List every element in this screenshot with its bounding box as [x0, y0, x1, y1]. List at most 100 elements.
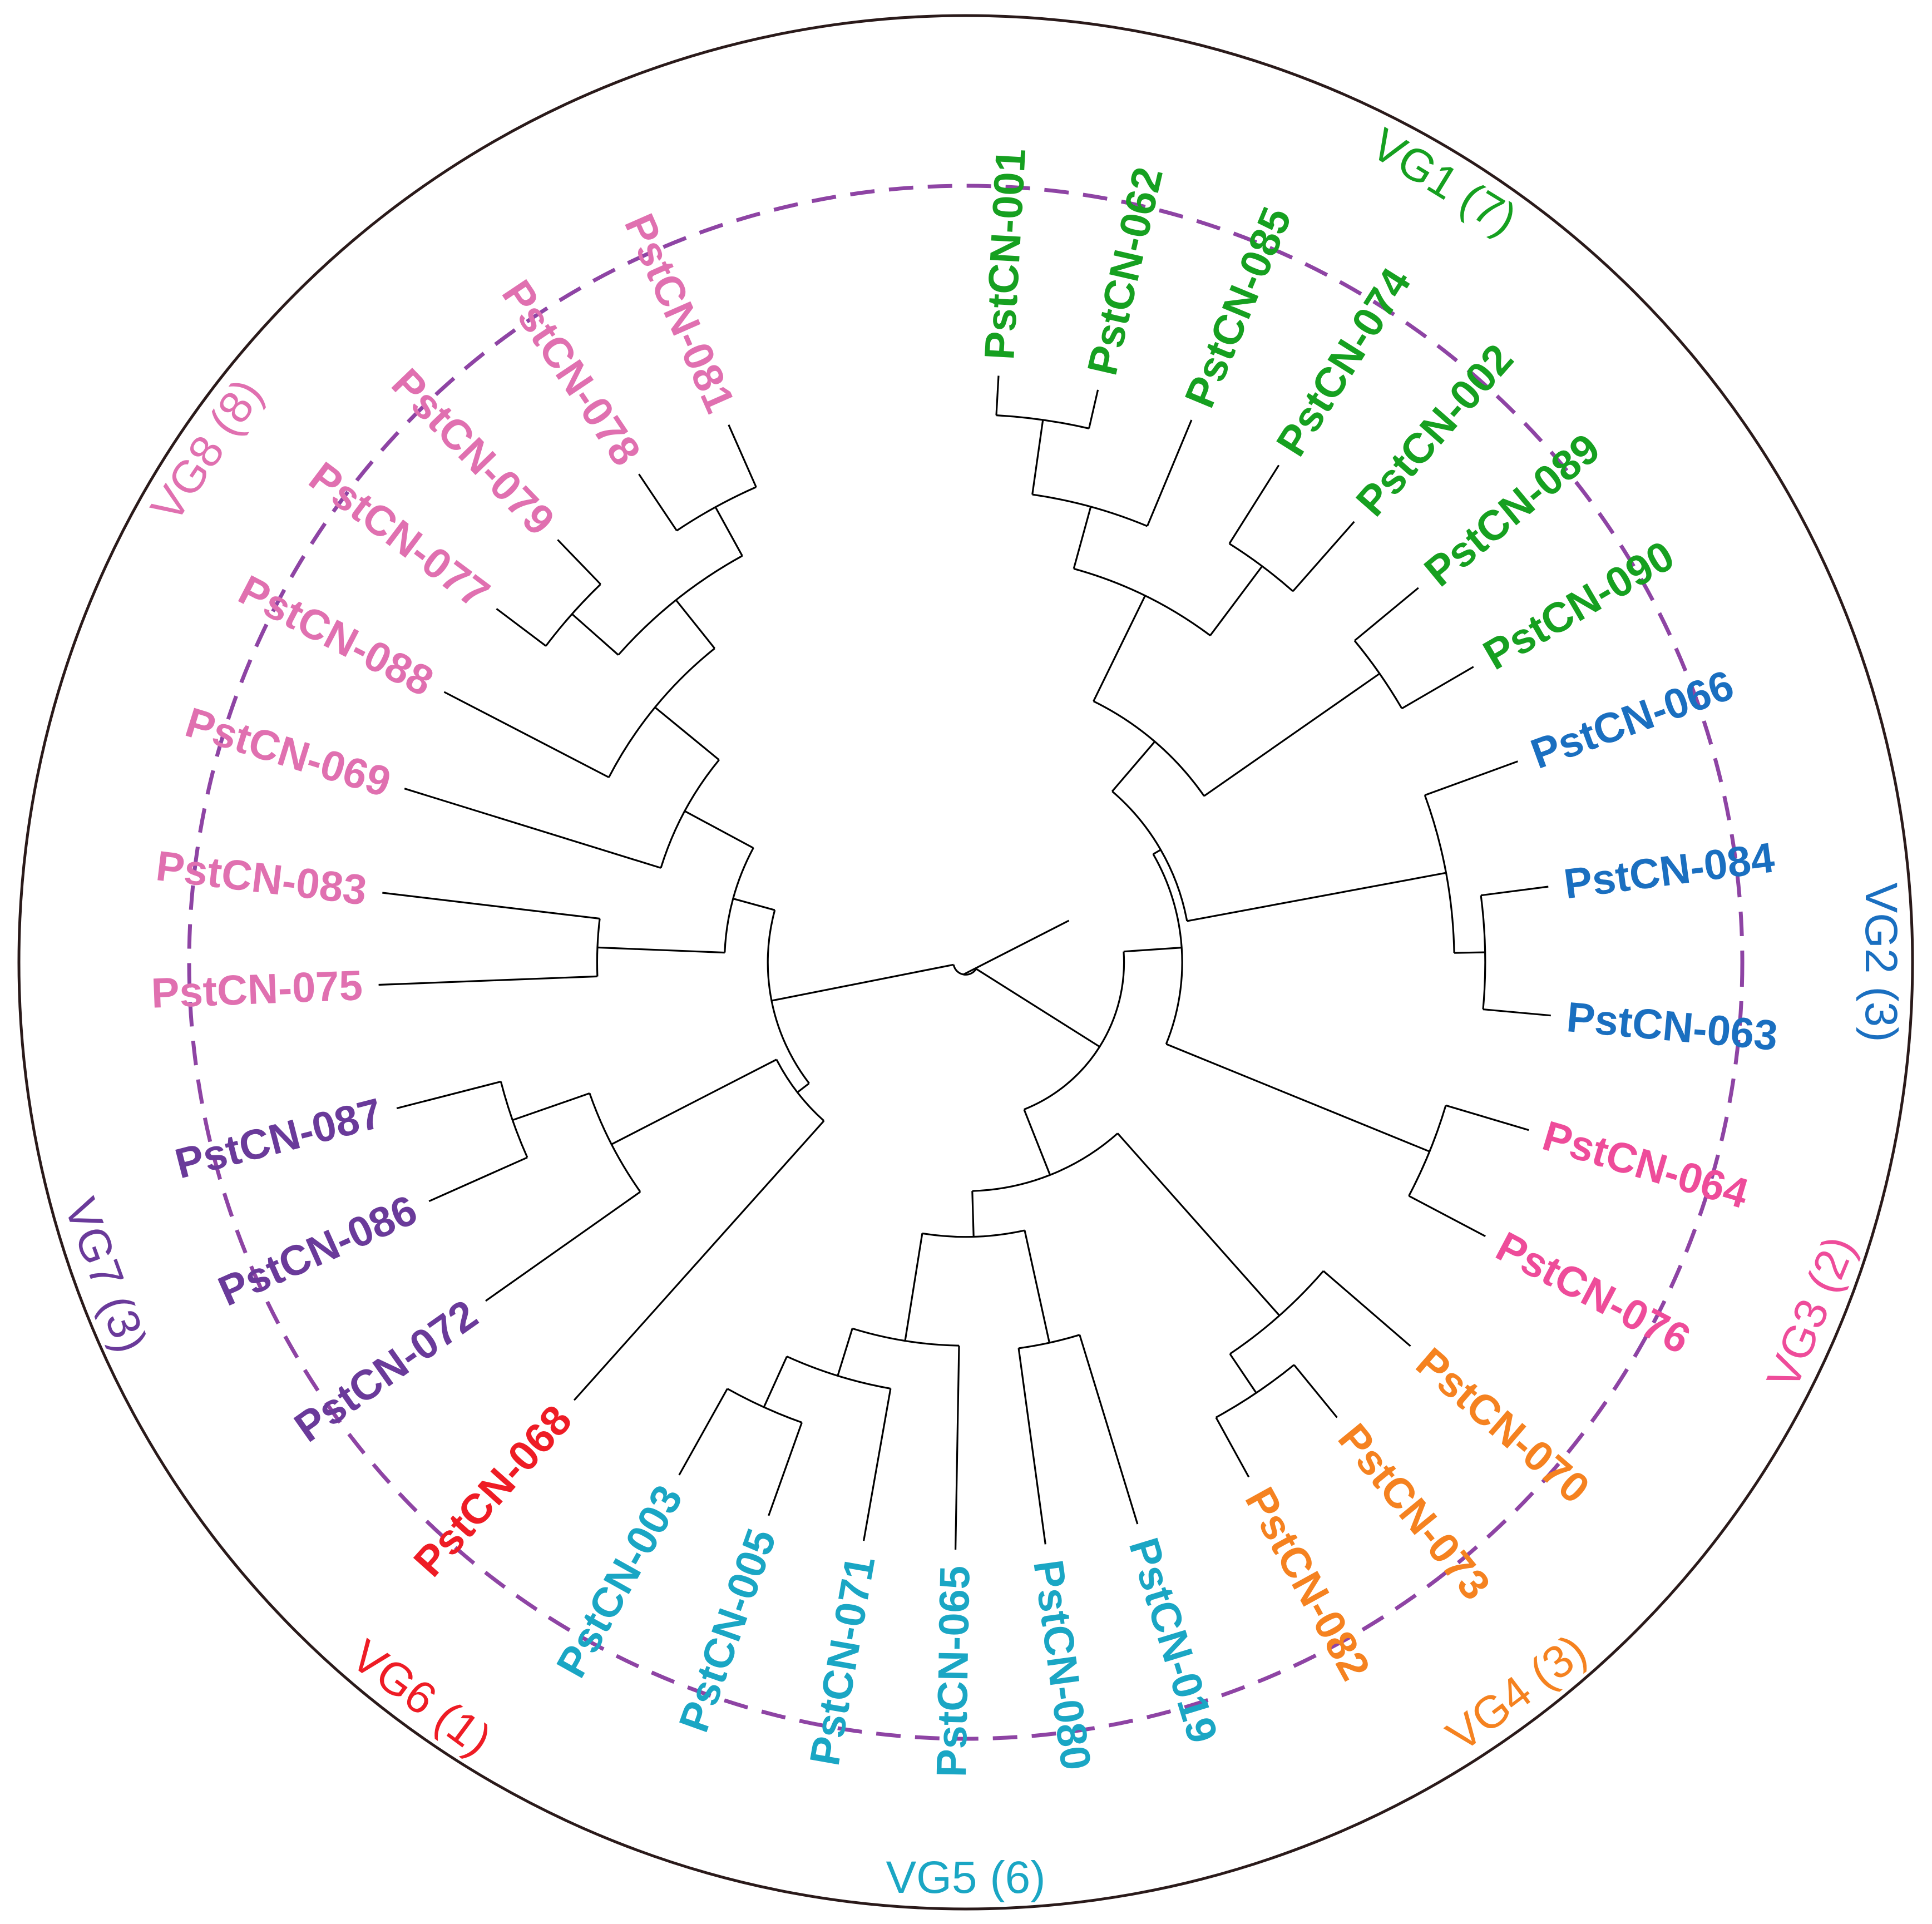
branch-arc-51 [1018, 1334, 1080, 1349]
leaf-label-pstcn-085: PstCN-085 [1176, 201, 1301, 414]
leaf-label-pstcn-066: PstCN-066 [1525, 661, 1740, 778]
leaf-label-pstcn-082: PstCN-082 [1236, 1480, 1379, 1688]
group-label-6: VG6 (1) [342, 1630, 501, 1766]
branch-line-35 [1445, 1104, 1529, 1131]
branch-line-52 [1079, 1334, 1139, 1525]
branch-line-15 [995, 375, 1000, 416]
branch-arc-4 [1152, 853, 1183, 1045]
branch-arc-2 [1024, 951, 1125, 1111]
branch-line-94 [714, 506, 743, 557]
leaf-label-pstcn-003: PstCN-003 [547, 1477, 692, 1685]
branch-line-24 [1353, 587, 1419, 642]
branch-arc-27 [1424, 795, 1455, 953]
group-label-4: VG4 (3) [1437, 1625, 1595, 1761]
branch-line-33 [1165, 1043, 1430, 1153]
threshold-ring [187, 184, 1745, 1741]
branch-line-48 [971, 1191, 975, 1237]
branch-line-39 [1116, 1132, 1236, 1267]
leaf-label-pstcn-087: PstCN-087 [170, 1090, 387, 1188]
branch-line-28 [1424, 760, 1518, 797]
leaf-label-pstcn-069: PstCN-069 [180, 699, 396, 807]
branch-line-17 [1146, 419, 1193, 527]
leaf-label-pstcn-005: PstCN-005 [670, 1523, 785, 1738]
branch-line-68 [573, 1120, 825, 1401]
group-label-2: VG2 (3) [1856, 882, 1906, 1042]
branch-arc-49 [922, 1229, 1025, 1238]
branch-arc-70 [589, 1092, 641, 1193]
branch-arc-86 [608, 647, 715, 778]
leaf-label-pstcn-073: PstCN-073 [1329, 1415, 1499, 1609]
branch-line-1 [975, 968, 1100, 1048]
group-label-7: VG7 (3) [55, 1191, 157, 1359]
branch-arc-65 [767, 909, 810, 1084]
branch-line-54 [904, 1233, 923, 1341]
branch-line-32 [1483, 1008, 1551, 1017]
group-label-3: VG3 (2) [1757, 1229, 1865, 1396]
branch-line-29 [1454, 951, 1485, 954]
branch-line-87 [443, 691, 610, 778]
branch-line-76 [733, 898, 775, 911]
leaf-label-pstcn-070: PstCN-070 [1407, 1339, 1598, 1513]
branch-line-57 [837, 1328, 853, 1376]
branch-line-41 [1234, 1265, 1281, 1317]
leaf-label-pstcn-071: PstCN-071 [801, 1552, 885, 1769]
branch-line-82 [684, 810, 754, 849]
branch-line-26 [1187, 872, 1446, 922]
branch-line-13 [1031, 419, 1044, 495]
branch-line-59 [863, 1388, 892, 1541]
branch-line-43 [1322, 1270, 1411, 1347]
branch-line-66 [797, 1082, 810, 1094]
branch-line-93 [557, 539, 601, 585]
branch-line-25 [1401, 666, 1474, 710]
branch-line-97 [728, 424, 757, 488]
branch-arc-30 [1480, 895, 1486, 1010]
branch-line-7 [1111, 741, 1156, 792]
branch-line-56 [955, 1346, 960, 1550]
branch-line-81 [382, 892, 600, 920]
branch-line-90 [571, 613, 619, 656]
branch-line-21 [1292, 521, 1355, 592]
branch-arc-91 [545, 583, 601, 647]
branch-line-37 [1023, 1109, 1051, 1175]
branch-line-69 [611, 1059, 777, 1145]
branch-line-63 [678, 1388, 728, 1476]
branch-line-74 [428, 1156, 528, 1203]
branch-arc-77 [724, 847, 754, 953]
branch-line-85 [654, 706, 720, 761]
branch-arc-67 [775, 1059, 825, 1122]
branch-arc-95 [676, 486, 757, 532]
branch-line-96 [638, 473, 678, 531]
branch-arc-38 [972, 1132, 1119, 1192]
leaf-label-pstcn-072: PstCN-072 [286, 1291, 486, 1452]
branch-line-53 [1017, 1348, 1046, 1545]
leaf-label-pstcn-064: PstCN-064 [1538, 1112, 1754, 1218]
branch-line-80 [378, 975, 597, 986]
branch-line-88 [675, 599, 715, 649]
branch-arc-58 [786, 1356, 891, 1389]
branch-line-44 [1229, 1353, 1257, 1394]
branch-line-47 [1215, 1417, 1250, 1478]
branch-line-50 [1024, 1230, 1050, 1343]
leaf-label-pstcn-083: PstCN-083 [154, 842, 369, 914]
branch-arc-79 [596, 918, 601, 977]
outer-ring [17, 14, 1914, 1911]
leaf-label-pstcn-090: PstCN-090 [1475, 532, 1682, 679]
branch-line-9 [1093, 595, 1146, 702]
branch-line-46 [1293, 1364, 1338, 1418]
branch-line-22 [1203, 672, 1380, 797]
leaf-label-pstcn-065: PstCN-065 [928, 1565, 979, 1778]
branch-arc-89 [617, 555, 743, 656]
leaf-label-pstcn-080: PstCN-080 [1024, 1557, 1100, 1773]
branch-line-64 [771, 963, 954, 1002]
branch-line-20 [1228, 464, 1280, 545]
branch-line-92 [496, 608, 547, 647]
tree-branches [378, 375, 1551, 1550]
leaf-label-pstcn-084: PstCN-084 [1562, 834, 1777, 908]
branch-line-84 [404, 788, 661, 869]
leaf-label-pstcn-001: PstCN-001 [976, 147, 1035, 361]
branch-arc-19 [1229, 543, 1294, 592]
branch-arc-23 [1353, 640, 1403, 709]
branch-arc-8 [1093, 700, 1205, 797]
branch-arc-14 [996, 414, 1089, 429]
